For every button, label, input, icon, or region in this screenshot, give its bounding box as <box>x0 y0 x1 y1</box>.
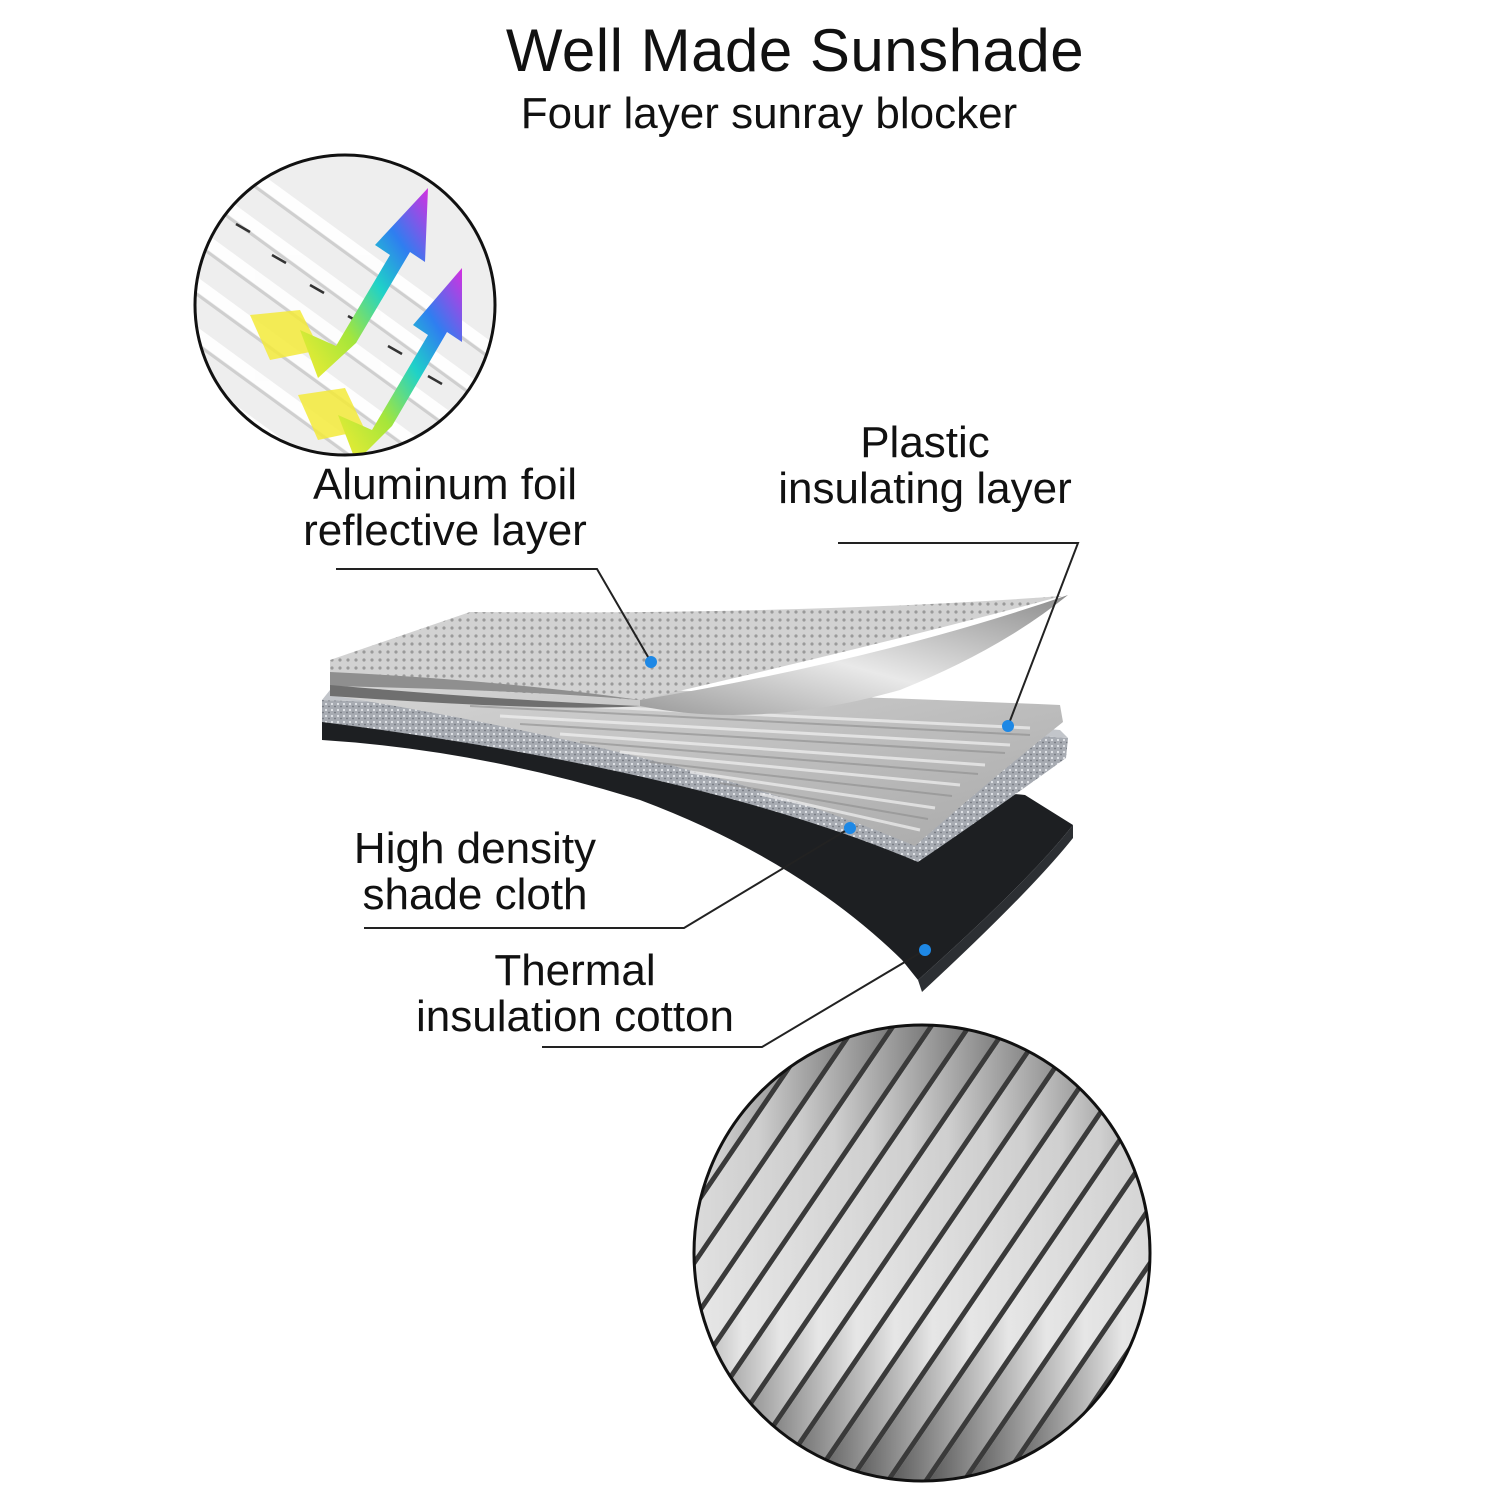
rib-groove <box>1328 1000 1500 1500</box>
rib-stripe <box>916 1025 1150 1481</box>
label-thermal-cotton: Thermal insulation cotton <box>416 946 734 1041</box>
rib-groove <box>948 1025 1150 1481</box>
label-plastic-insulating: Plastic insulating layer <box>778 418 1072 513</box>
rib-stripe <box>308 1000 680 1500</box>
rib-groove <box>340 1000 686 1500</box>
rib-groove <box>188 1000 534 1500</box>
marker-dot-aluminum <box>645 656 657 668</box>
rib-stripe <box>694 1025 946 1481</box>
rib-groove <box>758 1025 1104 1481</box>
rib-groove <box>694 1025 1028 1481</box>
rib-groove <box>694 1025 724 1481</box>
rib-stripe <box>1106 1025 1150 1481</box>
rib-groove <box>1252 1000 1500 1500</box>
rib-groove <box>796 1025 1142 1481</box>
rib-groove <box>226 1000 572 1500</box>
page-subtitle: Four layer sunray blocker <box>520 89 1018 138</box>
rib-groove <box>1404 1000 1500 1500</box>
rib-stripe <box>694 1025 870 1481</box>
rib-groove <box>910 1025 1150 1481</box>
rib-groove <box>264 1000 610 1500</box>
rib-groove <box>694 1025 914 1481</box>
rib-groove <box>834 1025 1150 1481</box>
rib-groove <box>694 1025 876 1481</box>
rib-groove <box>986 1025 1150 1481</box>
label-shade-cloth: High density shade cloth <box>353 824 597 919</box>
rib-stripe <box>1220 1000 1500 1500</box>
rib-stripe <box>1296 1000 1500 1500</box>
page-title: Well Made Sunshade <box>505 17 1085 84</box>
rib-stripe <box>694 1025 718 1481</box>
rib-stripe <box>764 1025 1136 1481</box>
rib-stripe <box>156 1000 528 1500</box>
rib-stripe <box>194 1000 566 1500</box>
marker-dot-cotton <box>919 944 931 956</box>
layered-material-illustration <box>322 595 1073 992</box>
rib-stripe <box>694 1025 908 1481</box>
rib-groove <box>694 1025 952 1481</box>
rib-stripe <box>1258 1000 1500 1500</box>
leader-lines <box>336 542 1080 1048</box>
rib-groove <box>1366 1000 1500 1500</box>
rib-groove <box>1138 1025 1150 1481</box>
rib-groove <box>150 1000 496 1500</box>
rib-stripe <box>694 1025 832 1481</box>
rib-stripe <box>1182 1000 1500 1500</box>
marker-dot-cloth <box>844 822 856 834</box>
rib-stripe <box>1334 1000 1500 1500</box>
rib-groove <box>1100 1025 1150 1481</box>
rib-stripe <box>232 1000 604 1500</box>
rib-stripe <box>1144 1025 1150 1481</box>
rib-stripe <box>726 1025 1098 1481</box>
rib-groove <box>694 1025 838 1481</box>
rib-stripe <box>270 1000 642 1500</box>
rib-stripe <box>992 1025 1150 1481</box>
rib-stripe <box>878 1025 1150 1481</box>
rib-groove <box>302 1000 648 1500</box>
rib-groove <box>1290 1000 1500 1500</box>
rib-groove <box>1024 1025 1150 1481</box>
rib-groove <box>1214 1000 1500 1500</box>
rib-stripe <box>1372 1000 1500 1500</box>
rib-stripe <box>954 1025 1150 1481</box>
layer-markers <box>645 656 1014 956</box>
ribbed-texture-icon <box>118 1000 1500 1500</box>
rib-stripe <box>802 1025 1150 1481</box>
rib-groove <box>720 1025 1066 1481</box>
rib-stripe <box>694 1025 1060 1481</box>
rib-stripe <box>118 1000 490 1500</box>
rib-groove <box>1176 1000 1500 1500</box>
label-aluminum-foil: Aluminum foil reflective layer <box>303 460 587 555</box>
marker-dot-plastic <box>1002 720 1014 732</box>
rib-stripe <box>694 1025 1022 1481</box>
